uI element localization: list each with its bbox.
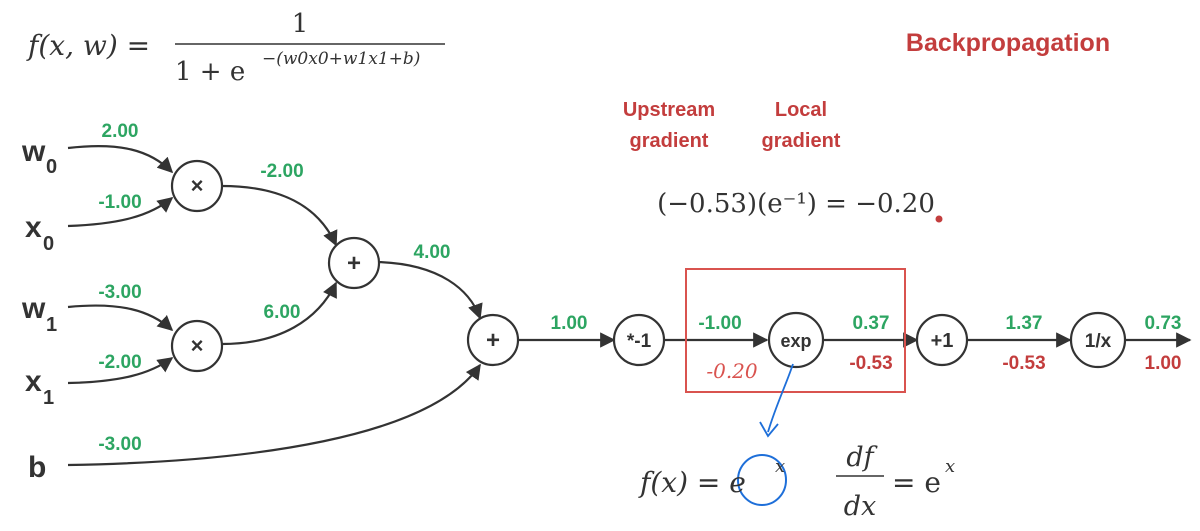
exp-highlight-box <box>685 268 906 393</box>
gradient-plus1-out: -0.53 <box>1002 353 1045 374</box>
edge-add0-add1 <box>377 260 483 320</box>
value-mul1-out: 6.00 <box>264 302 301 323</box>
node-recip-label: 1/x <box>1085 331 1112 352</box>
gradient-exp-out: -0.53 <box>849 353 892 374</box>
input-w1-letter: w <box>21 292 46 325</box>
local-header-line1: Local <box>775 99 827 121</box>
value-w0: 2.00 <box>102 121 139 142</box>
formula-denominator: 1 + e <box>175 57 245 87</box>
node-exp-label: exp <box>780 331 811 351</box>
edge-mul1-add0 <box>221 281 337 346</box>
input-w0-sub: 0 <box>46 156 57 178</box>
edge-b-add1 <box>67 363 481 467</box>
value-mul0-out: -2.00 <box>260 161 303 182</box>
bottom-formula-df: df <box>846 442 877 473</box>
edge-x0-mul0 <box>67 197 174 228</box>
value-exp-out: 0.37 <box>853 313 890 334</box>
input-x0-letter: x <box>25 211 42 244</box>
page-title: Backpropagation <box>906 29 1110 57</box>
node-mul1-label: × <box>191 333 204 358</box>
value-b: -3.00 <box>98 434 141 455</box>
input-x1-letter: x <box>25 365 42 398</box>
value-neg-out: -1.00 <box>698 313 741 334</box>
node-neg-label: *-1 <box>627 331 652 352</box>
node-add0: + <box>327 236 381 290</box>
input-w1-sub: 1 <box>46 314 57 336</box>
bottom-formula-dx: dx <box>844 491 877 522</box>
formula-numerator: 1 <box>292 9 309 39</box>
node-recip: 1/x <box>1069 311 1127 369</box>
input-w0: w 0 <box>21 135 57 178</box>
node-mul0-label: × <box>191 173 204 198</box>
node-neg: *-1 <box>612 313 666 367</box>
input-x1-sub: 1 <box>43 387 54 409</box>
bottom-formula-f: f(x) = e <box>638 466 746 499</box>
node-mul1: × <box>170 319 224 373</box>
node-plus1: +1 <box>915 313 969 367</box>
node-add0-label: + <box>347 250 361 277</box>
annotation-arrowhead <box>759 421 779 438</box>
value-plus1-out: 1.37 <box>1006 313 1043 334</box>
input-x1: x 1 <box>25 365 54 409</box>
value-add1-out: 1.00 <box>551 313 588 334</box>
gradient-exp-in-handwritten: -0.20 <box>706 359 758 383</box>
input-x0-sub: 0 <box>43 233 54 255</box>
bottom-formula-rhs-exp: x <box>945 456 955 477</box>
edge-mul0-add0 <box>221 184 338 247</box>
gradient-recip-out: 1.00 <box>1145 353 1182 374</box>
value-x0: -1.00 <box>98 192 141 213</box>
exp-derivative-formula: f(x) = e x df dx = e x <box>638 442 955 522</box>
edge-x1-mul1 <box>67 357 174 385</box>
node-add1: + <box>466 313 520 367</box>
input-w0-letter: w <box>21 135 46 168</box>
upstream-header-line1: Upstream <box>623 99 715 121</box>
node-exp: exp <box>767 311 825 369</box>
local-header-line2: gradient <box>762 130 841 152</box>
formula-lhs: f(x, w) = <box>26 29 150 62</box>
node-plus1-label: +1 <box>931 330 954 352</box>
laser-dot <box>935 215 943 223</box>
bottom-formula-f-exp: x <box>775 456 785 477</box>
input-w1: w 1 <box>21 292 57 336</box>
chain-rule-equation: (−0.53)(e⁻¹) = −0.20 <box>657 189 935 219</box>
input-b: b <box>28 451 46 484</box>
edge-w0-mul0 <box>67 145 174 174</box>
input-x0: x 0 <box>25 211 54 255</box>
edge-w1-mul1 <box>67 304 174 332</box>
value-recip-out: 0.73 <box>1145 313 1182 334</box>
value-w1: -3.00 <box>98 282 141 303</box>
upstream-header-line2: gradient <box>630 130 709 152</box>
value-x1: -2.00 <box>98 352 141 373</box>
value-add0-out: 4.00 <box>414 242 451 263</box>
node-add1-label: + <box>486 327 500 354</box>
annotation-arrow <box>767 363 794 433</box>
bottom-formula-rhs: = e <box>892 466 941 499</box>
formula-exponent: −(w0x0+w1x1+b) <box>262 49 420 69</box>
annotation-circle <box>737 454 787 506</box>
sigmoid-formula: f(x, w) = 1 1 + e −(w0x0+w1x1+b) <box>26 9 445 87</box>
node-mul0: × <box>170 159 224 213</box>
